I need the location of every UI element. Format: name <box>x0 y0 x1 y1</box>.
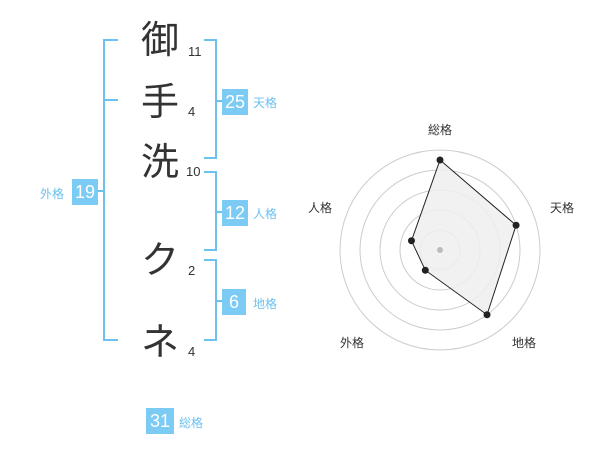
radar-point-4 <box>407 237 415 245</box>
tenkaku-bracket <box>204 39 217 159</box>
radar-ring <box>339 149 541 351</box>
gaikaku-bracket <box>103 39 118 341</box>
name-char-1: 御 <box>140 18 179 62</box>
radar-axis-label-jinkaku: 人格 <box>308 201 333 215</box>
jinkaku-bracket <box>204 171 217 251</box>
radar-point-1 <box>512 221 520 229</box>
name-char-4: ク <box>140 238 179 282</box>
tenkaku-label: 天格 <box>253 96 278 110</box>
soukaku-label: 総格 <box>179 416 204 430</box>
radar-center-dot <box>437 247 443 253</box>
jinkaku-value: 12 <box>222 200 248 226</box>
name-char-2: 手 <box>140 80 179 124</box>
radar-axis-label-soukaku: 総格 <box>428 123 453 137</box>
jinkaku-label: 人格 <box>253 207 278 221</box>
radar-axis-label-chikaku: 地格 <box>512 336 537 350</box>
gaikaku-value: 19 <box>72 179 98 205</box>
radar-axis-label-gaikaku: 外格 <box>340 336 365 350</box>
chikaku-label: 地格 <box>253 297 278 311</box>
stroke-count-1: 11 <box>188 44 202 59</box>
radar-point-0 <box>436 156 444 164</box>
stroke-count-5: 4 <box>188 344 196 359</box>
gaikaku-label: 外格 <box>40 187 65 201</box>
stroke-count-3: 10 <box>186 164 201 179</box>
tenkaku-value: 25 <box>222 89 248 115</box>
radar-point-3 <box>421 266 429 274</box>
radar-point-2 <box>483 311 491 319</box>
name-char-5: ネ <box>140 320 179 364</box>
stroke-count-4: 2 <box>188 263 196 278</box>
name-char-3: 洗 <box>140 140 179 184</box>
stroke-count-2: 4 <box>188 104 196 119</box>
chikaku-value: 6 <box>222 289 246 315</box>
radar-polygon <box>410 159 517 316</box>
radar-axis-label-tenkaku: 天格 <box>550 201 575 215</box>
radar-chart <box>339 149 541 351</box>
soukaku-value: 31 <box>146 408 174 434</box>
chikaku-bracket <box>204 259 217 341</box>
